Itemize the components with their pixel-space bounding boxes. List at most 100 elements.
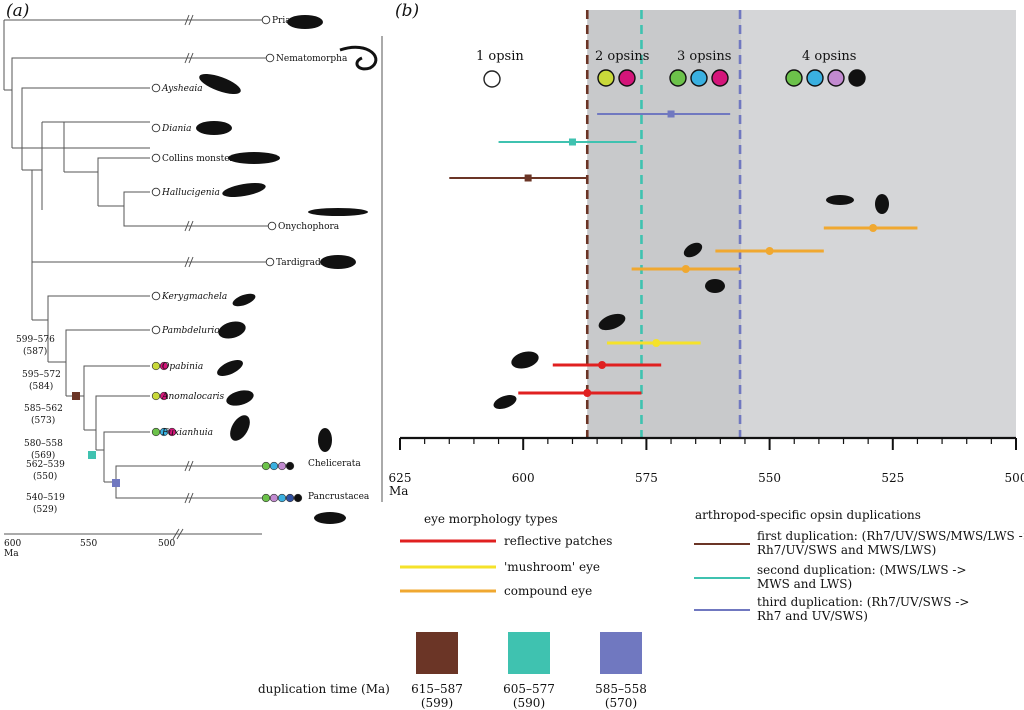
duplication-time-boxes: 615–587(599)605–577(590)585–558(570) xyxy=(411,632,647,710)
node-date-mid: (529) xyxy=(33,504,57,515)
eye-mean-marker xyxy=(681,265,690,273)
tree-branches xyxy=(3,19,383,535)
tree-second-duplication-marker xyxy=(88,451,96,459)
diania-silhouette xyxy=(196,121,232,135)
opsin-dot xyxy=(269,461,279,471)
duplication-time-label: duplication time (Ma) xyxy=(258,682,390,696)
opabinia-silhouette xyxy=(217,359,243,377)
dup-legend-label: MWS and LWS) xyxy=(757,577,852,591)
dup-legend-label: Rh7 and UV/SWS) xyxy=(757,609,868,623)
taxon-label: Diania xyxy=(161,124,192,134)
dup-legend-label: third duplication: (Rh7/UV/SWS -> xyxy=(757,595,969,609)
duplication-time-box xyxy=(600,632,642,674)
anomalocaris-silhouette xyxy=(226,390,254,406)
x-axis-tick-label: 575 xyxy=(635,471,658,485)
duplication-time-box xyxy=(416,632,458,674)
panel-a-label: (a) xyxy=(6,1,29,21)
taxon-label: Onychophora xyxy=(278,222,340,232)
opsin-dot xyxy=(277,461,287,471)
b-kerygmachela-silhouette xyxy=(493,395,517,409)
taxon-label: Anomalocaris xyxy=(161,392,224,402)
opsin-dot-groups xyxy=(483,69,866,88)
eye-legend-label: 'mushroom' eye xyxy=(504,560,600,574)
panel-a-cladogram: (a) xyxy=(3,1,383,559)
panel-a-axis-unit: Ma xyxy=(4,549,19,559)
eye-mean-marker xyxy=(598,361,607,369)
panel-a-tick-500: 500 xyxy=(158,539,175,549)
opsin-dot xyxy=(785,69,803,87)
panel-b-axis-unit: Ma xyxy=(389,484,408,498)
opsin-label-2: 2 opsins xyxy=(595,49,649,64)
eye-mean-marker xyxy=(652,339,661,347)
x-axis-tick-label: 600 xyxy=(512,471,535,485)
panel-a-tick-600: 600 xyxy=(4,539,21,549)
eye-legend-label: compound eye xyxy=(504,584,592,598)
opsin-label-1: 1 opsin xyxy=(476,49,524,64)
duplication-mean-marker xyxy=(667,110,675,118)
duplication-mean-marker xyxy=(524,174,532,182)
panel-a-tick-550: 550 xyxy=(80,539,97,549)
node-date-range: 585–562 xyxy=(24,404,63,414)
node-date-mid: (573) xyxy=(31,415,55,426)
open-circle-marker xyxy=(265,257,275,267)
x-axis-tick-label: 625 xyxy=(389,471,412,485)
opsin-dot xyxy=(669,69,687,87)
pambdelurion-silhouette xyxy=(218,321,246,339)
open-circle-marker xyxy=(151,153,161,163)
shrimp-silhouette xyxy=(314,512,346,524)
eye-legend: reflective patches'mushroom' eyecompound… xyxy=(400,534,612,598)
opsin-dot xyxy=(285,493,295,503)
opsin-dot xyxy=(277,493,287,503)
opsin-dot-1 xyxy=(483,70,501,88)
open-circle-marker xyxy=(151,325,161,335)
eye-legend-title: eye morphology types xyxy=(424,512,558,526)
animal-silhouettes xyxy=(196,15,378,524)
open-circle-marker xyxy=(151,291,161,301)
node-date-mid: (569) xyxy=(31,450,55,461)
node-date-mid: (550) xyxy=(33,471,57,482)
opsin-dot xyxy=(711,69,729,87)
opsin-dot xyxy=(827,69,845,87)
node-date-mid: (587) xyxy=(23,346,47,357)
open-circle-marker xyxy=(151,83,161,93)
scorpion-silhouette xyxy=(318,428,332,452)
b-pambdelurion-silhouette xyxy=(511,351,539,369)
open-circle-marker xyxy=(151,187,161,197)
open-circle-marker xyxy=(265,53,275,63)
kerygmachela-silhouette xyxy=(232,293,256,307)
opsin-dot xyxy=(151,427,161,437)
taxon-label: Collins monster xyxy=(162,154,235,164)
duplication-time-box xyxy=(508,632,550,674)
open-circle-marker xyxy=(267,221,277,231)
panel-b-label: (b) xyxy=(395,1,419,21)
duplication-time-mid: (590) xyxy=(513,696,545,710)
b-fuxianhuia-silhouette xyxy=(683,242,703,258)
taxon-label: Chelicerata xyxy=(308,459,361,469)
eye-mean-marker xyxy=(765,247,774,255)
opsin-dot xyxy=(151,391,161,401)
node-date-range: 562–539 xyxy=(26,460,65,470)
open-circle-marker xyxy=(151,123,161,133)
taxon-markers xyxy=(151,15,303,503)
opsin-dot xyxy=(806,69,824,87)
taxon-label: Hallucigenia xyxy=(161,188,220,198)
duplication-legend: first duplication: (Rh7/UV/SWS/MWS/LWS -… xyxy=(694,529,1024,623)
duplication-time-mid: (599) xyxy=(421,696,453,710)
opsin-dot xyxy=(848,69,866,87)
duplication-time-range: 615–587 xyxy=(411,682,463,696)
taxon-label: Nematomorpha xyxy=(276,54,348,64)
collins-monster-silhouette xyxy=(228,152,280,164)
opsin-dot xyxy=(261,461,271,471)
taxon-label: Fuxianhuia xyxy=(161,428,213,438)
open-circle-marker xyxy=(261,15,271,25)
dup-legend-label: Rh7/UV/SWS and MWS/LWS) xyxy=(757,543,936,557)
opsin-dot xyxy=(159,427,169,437)
x-axis-tick-label: 525 xyxy=(881,471,904,485)
taxon-label: Pambdelurion xyxy=(161,326,226,336)
fuxianhuia-silhouette xyxy=(230,415,250,441)
opsin-label-4: 4 opsins xyxy=(802,49,856,64)
tardigrade-silhouette xyxy=(320,255,356,269)
duplication-mean-marker xyxy=(568,138,576,146)
